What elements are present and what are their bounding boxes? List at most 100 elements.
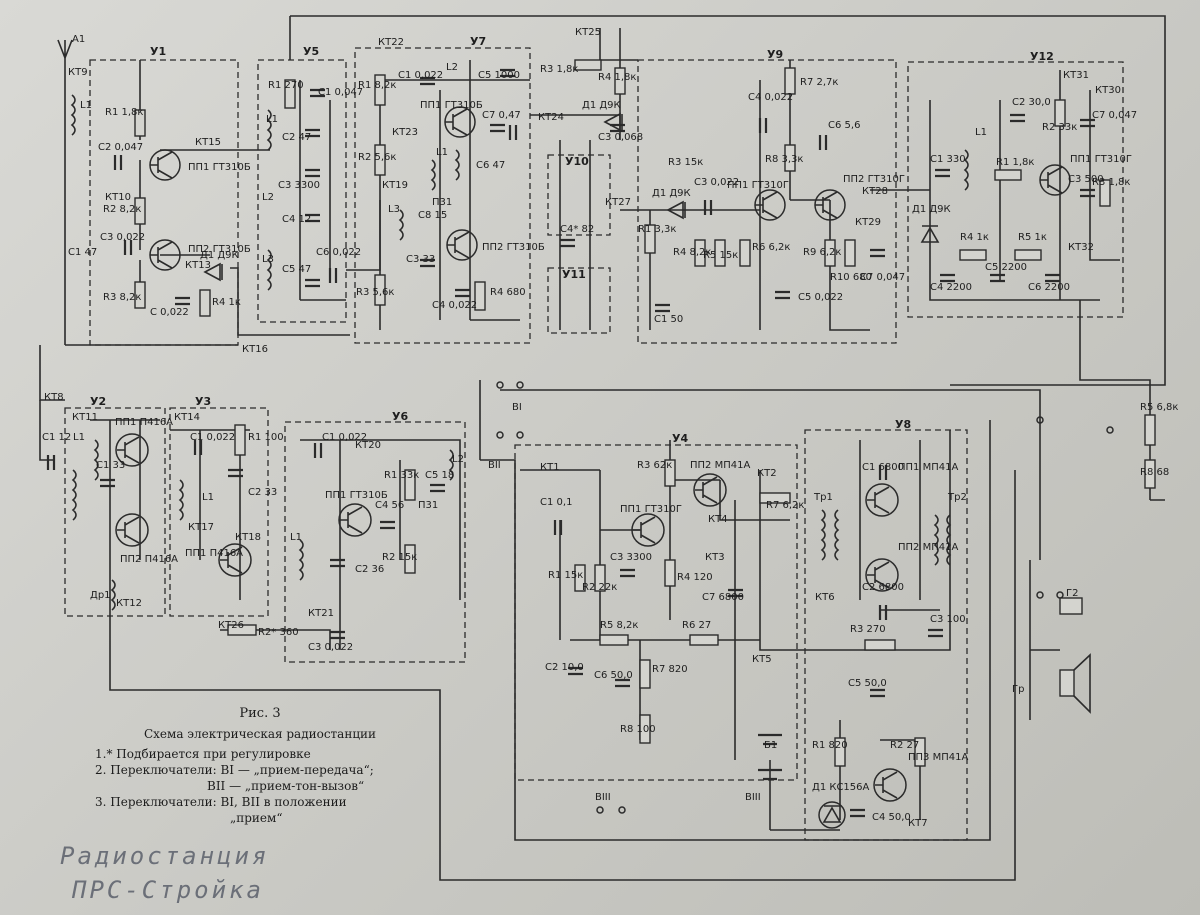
caption-note: ВII — „прием-тон-вызов“ bbox=[207, 779, 365, 793]
test-point-label: КТ18 bbox=[235, 532, 261, 543]
caption-note: 1.* Подбирается при регулировке bbox=[95, 747, 311, 761]
block-label: У10 bbox=[565, 155, 589, 168]
test-point-label: КТ16 bbox=[242, 344, 268, 355]
component-label: C2 0,047 bbox=[98, 142, 143, 153]
block-label: У3 bbox=[195, 395, 211, 408]
component-label: C7 0,047 bbox=[860, 272, 905, 283]
component-label: R8 68 bbox=[1140, 467, 1169, 478]
transistor-label: ПП3 МП41А bbox=[908, 752, 968, 763]
component-label: C1 0,022 bbox=[398, 70, 443, 81]
component-label: C1 330 bbox=[930, 154, 966, 165]
handwritten-title: Радиостанция bbox=[60, 842, 270, 870]
switch-label: ВI bbox=[512, 402, 522, 413]
component-label: C1 12 bbox=[42, 432, 71, 443]
component-label: L1 bbox=[202, 492, 214, 503]
test-point-label: КТ13 bbox=[185, 260, 211, 271]
component-label: R1 1,8к bbox=[996, 157, 1034, 168]
test-point-label: КТ14 bbox=[174, 412, 200, 423]
component-label: R2* 360 bbox=[258, 627, 299, 638]
component-label: C1 6800 bbox=[862, 462, 904, 473]
component-label: R1 270 bbox=[268, 80, 304, 91]
test-point-label: КТ20 bbox=[355, 440, 381, 451]
test-point-label: КТ30 bbox=[1095, 85, 1121, 96]
component-label: L2 bbox=[446, 62, 458, 73]
component-label: R2 33к bbox=[1042, 122, 1077, 133]
test-point-label: КТ31 bbox=[1063, 70, 1089, 81]
switch-label: ВIII bbox=[595, 792, 611, 803]
component-label: C2 33 bbox=[248, 487, 277, 498]
component-label: R1 3,3к bbox=[638, 224, 676, 235]
test-point-label: КТ23 bbox=[392, 127, 418, 138]
component-label: Тр1 bbox=[813, 492, 833, 503]
test-point-label: КТ29 bbox=[855, 217, 881, 228]
block-label: У6 bbox=[392, 410, 408, 423]
test-point-label: КТ4 bbox=[708, 514, 728, 525]
component-label: L1 bbox=[266, 114, 278, 125]
transistor-label: ПП1 П416А bbox=[115, 417, 173, 428]
component-label: R4 680 bbox=[490, 287, 526, 298]
component-label: R1 33к bbox=[384, 470, 419, 481]
transistor-label: ПП1 ГТ310Г bbox=[620, 504, 682, 515]
misc-symbols bbox=[57, 39, 1114, 814]
transistor-label: ПП2 ГТ310Б bbox=[482, 242, 545, 253]
component-label: П31 bbox=[432, 197, 452, 208]
block-label: У7 bbox=[470, 35, 486, 48]
component-label: L2 bbox=[452, 454, 464, 465]
diode-label: Д1 Д9К bbox=[200, 250, 239, 261]
block-label: У5 bbox=[303, 45, 319, 58]
component-label: C7 6800 bbox=[702, 592, 744, 603]
component-label: R2 15к bbox=[382, 552, 417, 563]
transistor-label: ПП1 МП41А bbox=[898, 462, 958, 473]
component-label: C5 0,022 bbox=[798, 292, 843, 303]
transistor-label: ПП2 ГТ310Б bbox=[188, 244, 251, 255]
component-label: C6 0,022 bbox=[316, 247, 361, 258]
test-point-label: КТ21 bbox=[308, 608, 334, 619]
component-label: C4 0,022 bbox=[748, 92, 793, 103]
component-label: R5 1к bbox=[1018, 232, 1047, 243]
component-label: Б1 bbox=[764, 740, 777, 751]
diode-labels: Д1 Д9К Д1 Д9К Д1 Д9К Д1 Д9К Д1 КС156А bbox=[200, 100, 951, 793]
resistors bbox=[134, 59, 1156, 767]
component-label: Г2 bbox=[1066, 588, 1078, 599]
component-label: R1 820 bbox=[812, 740, 848, 751]
diode-label: Д1 Д9К bbox=[652, 188, 691, 199]
transistor-label: ПП1 П416А bbox=[185, 548, 243, 559]
diode-label: Д1 Д9К bbox=[912, 204, 951, 215]
component-label: C7 0,47 bbox=[482, 110, 521, 121]
test-point-label: КТ5 bbox=[752, 654, 772, 665]
component-label: R3 5,6к bbox=[356, 287, 394, 298]
component-label: Гр bbox=[1012, 684, 1024, 695]
transistor-label: ПП1 ГТ310Г bbox=[1070, 154, 1132, 165]
test-point-label: КТ26 bbox=[218, 620, 244, 631]
component-label: C1 33 bbox=[96, 460, 125, 471]
component-label: C1 0,047 bbox=[318, 87, 363, 98]
component-label: C4* 82 bbox=[560, 224, 594, 235]
block-label: У11 bbox=[562, 268, 586, 281]
component-label: L1 bbox=[975, 127, 987, 138]
test-point-label: КТ27 bbox=[605, 197, 631, 208]
component-label: C1 0,1 bbox=[540, 497, 572, 508]
component-label: R4 8,2к bbox=[673, 247, 711, 258]
test-point-label: КТ32 bbox=[1068, 242, 1094, 253]
component-label: R4 1к bbox=[212, 297, 241, 308]
block-labels: У1 У2 У3 У4 У5 У6 У7 У8 У9 У10 У11 У12 bbox=[90, 35, 1054, 445]
component-label: R3 62к bbox=[637, 460, 672, 471]
component-label: C3 0,068 bbox=[598, 132, 643, 143]
component-label: ВIII bbox=[745, 792, 761, 803]
component-labels: R1 1,8к C2 0,047 R2 8,2к C3 0,022 C1 47 … bbox=[42, 34, 1178, 823]
test-point-label: КТ17 bbox=[188, 522, 214, 533]
component-label: C3 500 bbox=[1068, 174, 1104, 185]
transistor-label: ПП2 МП41А bbox=[690, 460, 750, 471]
component-label: Др1 bbox=[90, 590, 111, 601]
test-point-label: КТ19 bbox=[382, 180, 408, 191]
wiring bbox=[39, 15, 1166, 881]
test-point-labels: КТ9 КТ10 КТ15 КТ13 КТ16 КТ22 КТ23 КТ19 К… bbox=[44, 27, 1121, 829]
block-label: У2 bbox=[90, 395, 106, 408]
component-label: L1 bbox=[290, 532, 302, 543]
test-point-label: КТ9 bbox=[68, 67, 88, 78]
component-label: R7 2,7к bbox=[800, 77, 838, 88]
component-label: R2 5,6к bbox=[358, 152, 396, 163]
diode-label: Д1 КС156А bbox=[812, 782, 870, 793]
component-label: C1 47 bbox=[68, 247, 97, 258]
